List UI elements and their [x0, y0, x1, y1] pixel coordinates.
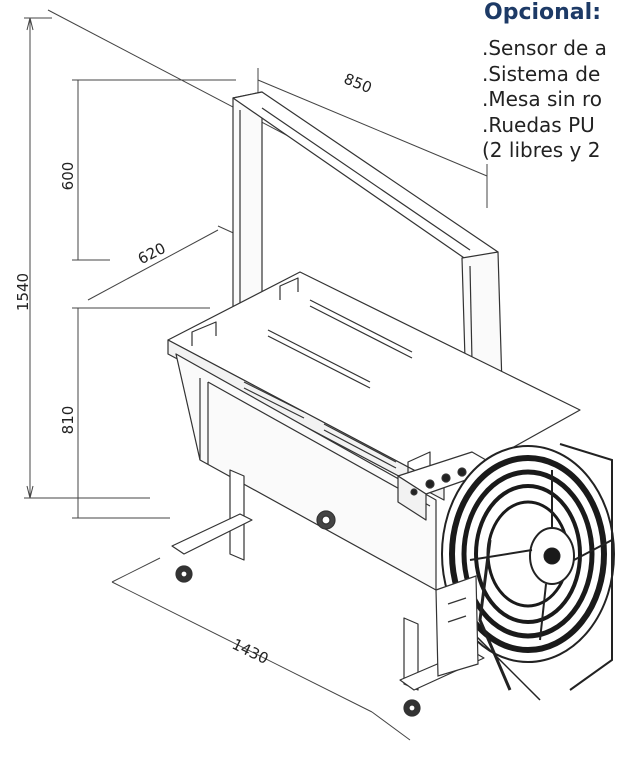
- strap-reel: [441, 443, 615, 701]
- dim-1540-label: 1540: [14, 273, 32, 311]
- optional-item: .Ruedas PU: [482, 112, 595, 137]
- machine-body: [167, 91, 581, 717]
- optional-item: (2 libres y 2: [482, 138, 601, 162]
- optional-item: .Sensor de a: [482, 36, 607, 60]
- reel-stand: [435, 575, 479, 677]
- optional-list: .Sensor de a .Sistema de .Mesa sin ro .R…: [482, 36, 607, 164]
- dim-600-label: 600: [59, 162, 77, 191]
- dim-620-label: 620: [135, 239, 169, 268]
- dim-850-label: 850: [341, 70, 374, 97]
- dim-810-label: 810: [59, 406, 77, 435]
- dim-1430-label: 1430: [229, 635, 271, 668]
- optional-item: .Sistema de: [482, 61, 601, 86]
- optional-item: .Mesa sin ro: [482, 87, 602, 111]
- optional-title: Opcional:: [484, 0, 601, 25]
